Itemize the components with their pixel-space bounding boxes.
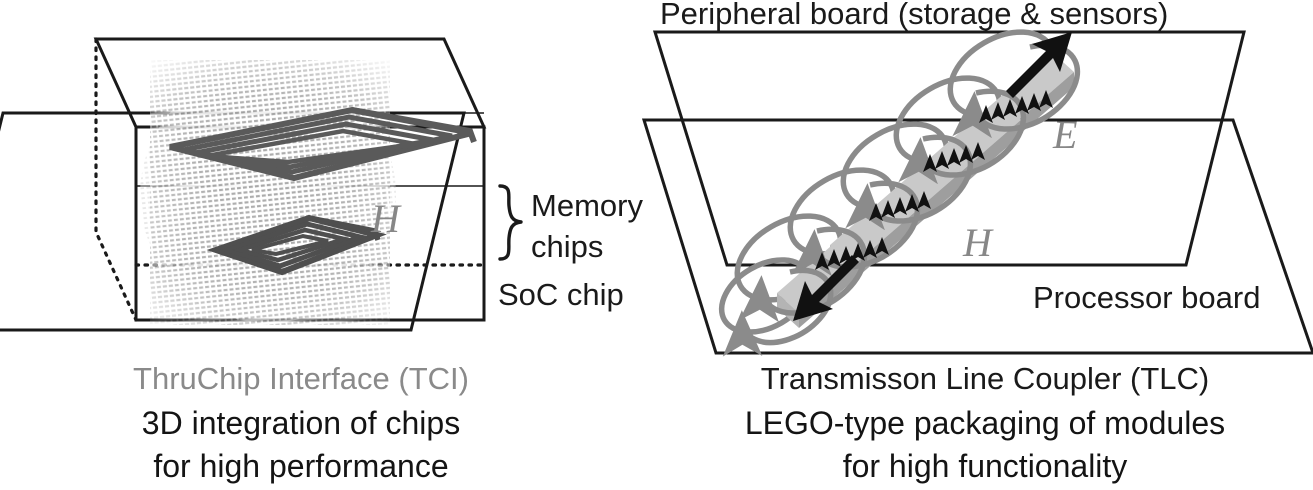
tci-upper-inductor-coil <box>169 106 477 182</box>
tci-caption-line2: 3D integration of chips <box>142 405 460 441</box>
tlc-caption-title: Transmisson Line Coupler (TLC) <box>761 361 1210 396</box>
propagation-arrow-down-left <box>793 255 859 321</box>
peripheral-board-label: Peripheral board (storage & sensors) <box>660 0 1168 31</box>
e-field-cluster-upper <box>979 90 1053 148</box>
soc-chip-label: SoC chip <box>498 277 624 312</box>
chip-stack-hidden-edge <box>94 37 138 322</box>
propagation-arrow-up-right <box>1006 32 1072 98</box>
right-caption-block: Transmisson Line Coupler (TLC) LEGO-type… <box>745 361 1225 484</box>
tci-illustration: H Memory chips SoC chip <box>0 37 643 332</box>
e-field-cluster-lower-middle <box>869 191 931 246</box>
tlc-electric-field-label: E <box>1052 112 1077 157</box>
processor-board-label: Processor board <box>1033 280 1260 315</box>
tlc-magnetic-field-label: H <box>962 220 994 265</box>
tci-lower-inductor-coil <box>206 214 387 276</box>
tlc-propagation-arrows <box>793 32 1072 321</box>
tlc-electric-field-arrows <box>815 90 1053 295</box>
memory-chips-label-line2: chips <box>531 229 603 264</box>
e-field-cluster-bottom <box>815 237 889 295</box>
memory-chips-label-line1: Memory <box>531 188 643 223</box>
peripheral-board-outline <box>652 30 1246 267</box>
memory-chips-brace <box>498 184 523 261</box>
tci-flux-texture-halo <box>140 67 396 323</box>
tlc-caption-line3: for high functionality <box>843 448 1128 484</box>
tlc-caption-line2: LEGO-type packaging of modules <box>745 405 1225 441</box>
tci-caption-title: ThruChip Interface (TCI) <box>133 361 469 396</box>
left-caption-block: ThruChip Interface (TCI) 3D integration … <box>133 361 469 484</box>
tci-magnetic-field-label: H <box>370 196 402 241</box>
tlc-illustration: E H Peripheral board (storage & sensors)… <box>641 0 1313 357</box>
tci-caption-line3: for high performance <box>153 448 448 484</box>
e-field-cluster-middle <box>923 142 985 197</box>
